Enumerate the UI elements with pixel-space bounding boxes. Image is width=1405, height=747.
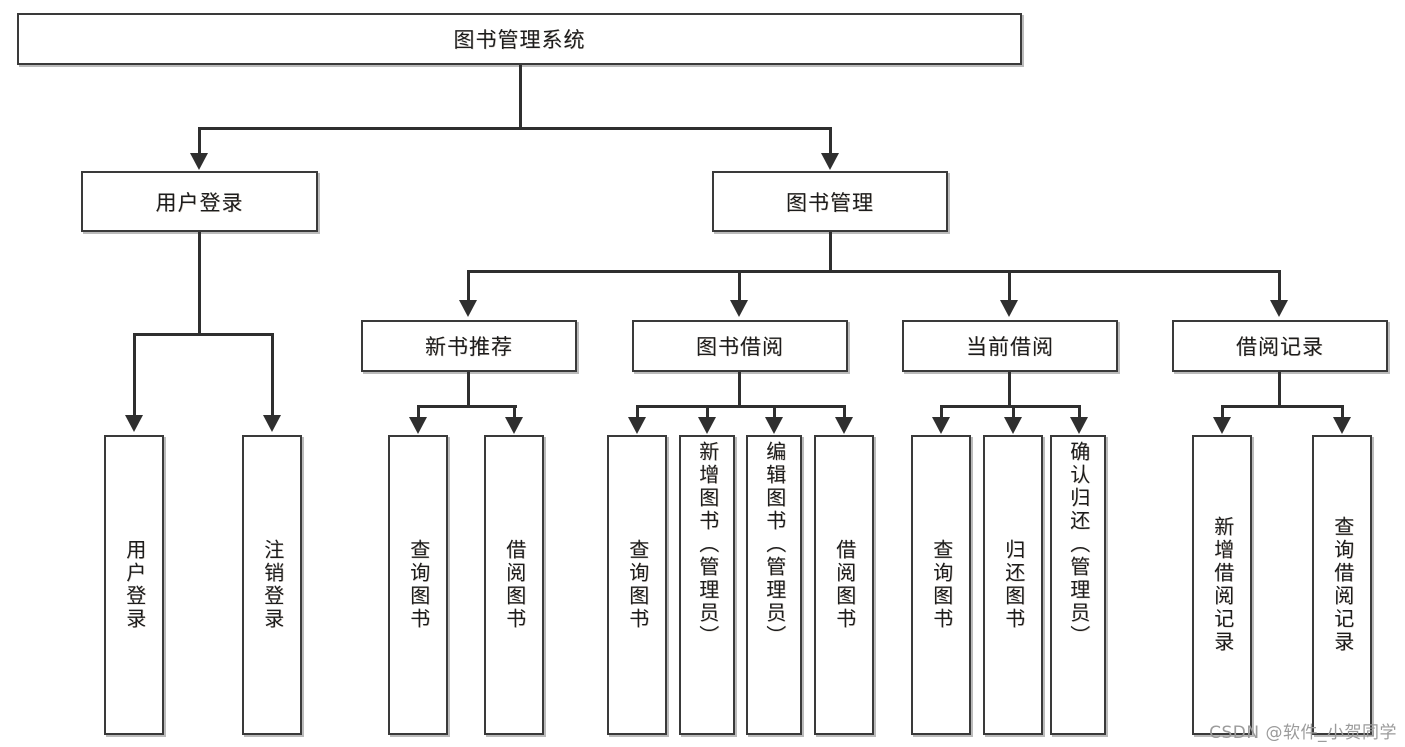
node-root-label: 图书管理系统 [453,28,586,52]
arrowhead-book-manage-to-l2-4 [1270,300,1288,317]
arrowhead-borrow-record-to-leaf-2 [1333,417,1351,434]
connector-book-manage-to-l2-2 [738,270,741,302]
node-leaf-add-record-label: 新增借阅记录 [1210,516,1235,654]
node-leaf-user-logout-label: 注销登录 [260,539,285,631]
node-leaf-user-logout[interactable]: 注销登录 [242,435,302,735]
node-current-borrow[interactable]: 当前借阅 [902,320,1118,372]
connector-root-bus [198,127,830,130]
connector-current-borrow-to-leaf-3 [1078,405,1081,419]
arrowhead-book-borrow-to-leaf-1 [628,417,646,434]
arrowhead-current-borrow-to-leaf-3 [1070,417,1088,434]
node-leaf-confirm-return[interactable]: 确认归还（管理员） [1050,435,1106,735]
node-leaf-user-login-label: 用户登录 [122,539,147,631]
arrowhead-book-borrow-to-leaf-3 [765,417,783,434]
connector-current-borrow-to-leaf-1 [940,405,943,419]
connector-root-to-book-manage [829,127,832,155]
node-leaf-query-record[interactable]: 查询借阅记录 [1312,435,1372,735]
connector-book-borrow-to-leaf-1 [636,405,639,419]
node-leaf-return-book[interactable]: 归还图书 [983,435,1043,735]
node-root[interactable]: 图书管理系统 [17,13,1022,65]
node-new-book-rec[interactable]: 新书推荐 [361,320,577,372]
connector-book-manage-to-l2-3 [1008,270,1011,302]
arrowhead-book-manage-to-l2-1 [459,300,477,317]
connector-current-borrow-to-leaf-2 [1012,405,1015,419]
connector-borrow-record-to-leaf-1 [1221,405,1224,419]
connector-book-borrow-to-leaf-3 [773,405,776,419]
arrowhead-root-to-book-manage [821,153,839,170]
arrowhead-book-borrow-to-leaf-4 [835,417,853,434]
connector-user-login-stem [198,232,201,333]
connector-new-book-rec-stem [467,372,470,405]
node-borrow-record[interactable]: 借阅记录 [1172,320,1388,372]
connector-book-manage-to-l2-1 [467,270,470,302]
connector-user-login-bus [133,333,272,336]
connector-book-borrow-bus [636,405,844,408]
node-user-login[interactable]: 用户登录 [81,171,318,232]
arrowhead-book-manage-to-l2-2 [730,300,748,317]
node-user-login-label: 用户登录 [155,190,244,215]
node-current-borrow-label: 当前借阅 [966,335,1054,359]
connector-new-book-rec-to-leaf-2 [513,405,516,419]
node-leaf-borrow-book-1[interactable]: 借阅图书 [484,435,544,735]
connector-book-manage-stem [829,232,832,270]
connector-book-manage-to-l2-4 [1278,270,1281,302]
arrowhead-current-borrow-to-leaf-1 [932,417,950,434]
node-leaf-borrow-book-1-label: 借阅图书 [502,539,527,631]
node-leaf-query-book-2-label: 查询图书 [625,539,650,631]
arrowhead-book-manage-to-l2-3 [1000,300,1018,317]
node-leaf-query-book-3[interactable]: 查询图书 [911,435,971,735]
node-leaf-add-book[interactable]: 新增图书（管理员） [679,435,735,735]
connector-root-to-user-login [198,127,201,155]
node-book-borrow[interactable]: 图书借阅 [632,320,848,372]
arrowhead-user-login-to-leaf-2 [263,415,281,432]
arrowhead-user-login-to-leaf-1 [125,415,143,432]
connector-user-login-to-leaf-1 [133,333,136,417]
arrowhead-borrow-record-to-leaf-1 [1213,417,1231,434]
node-leaf-add-book-label: 新增图书（管理员） [695,441,720,648]
connector-book-borrow-to-leaf-2 [706,405,709,419]
node-leaf-query-book-3-label: 查询图书 [929,539,954,631]
arrowhead-book-borrow-to-leaf-2 [698,417,716,434]
connector-current-borrow-stem [1008,372,1011,405]
connector-current-borrow-bus [940,405,1079,408]
connector-root-stem [519,65,522,127]
node-leaf-query-book-1[interactable]: 查询图书 [388,435,448,735]
arrowhead-current-borrow-to-leaf-2 [1004,417,1022,434]
arrowhead-root-to-user-login [190,153,208,170]
node-leaf-query-book-1-label: 查询图书 [406,539,431,631]
arrowhead-new-book-rec-to-leaf-1 [409,417,427,434]
node-borrow-record-label: 借阅记录 [1236,335,1324,359]
node-leaf-user-login[interactable]: 用户登录 [104,435,164,735]
node-leaf-query-record-label: 查询借阅记录 [1330,516,1355,654]
node-leaf-query-book-2[interactable]: 查询图书 [607,435,667,735]
node-leaf-add-record[interactable]: 新增借阅记录 [1192,435,1252,735]
node-leaf-borrow-book-2[interactable]: 借阅图书 [814,435,874,735]
connector-book-borrow-stem [738,372,741,405]
node-book-manage[interactable]: 图书管理 [712,171,948,232]
node-leaf-edit-book-label: 编辑图书（管理员） [762,441,787,648]
node-book-manage-label: 图书管理 [786,190,874,215]
node-new-book-rec-label: 新书推荐 [425,335,513,359]
node-leaf-return-book-label: 归还图书 [1001,539,1026,631]
connector-borrow-record-stem [1278,372,1281,405]
arrowhead-new-book-rec-to-leaf-2 [505,417,523,434]
connector-new-book-rec-to-leaf-1 [417,405,420,419]
connector-user-login-to-leaf-2 [271,333,274,417]
connector-new-book-rec-bus [417,405,517,408]
connector-borrow-record-bus [1221,405,1341,408]
connector-book-manage-bus [467,270,1280,273]
watermark-text: CSDN @软件_小贺同学 [1209,723,1397,743]
node-book-borrow-label: 图书借阅 [696,335,784,359]
node-leaf-confirm-return-label: 确认归还（管理员） [1066,441,1091,648]
node-leaf-borrow-book-2-label: 借阅图书 [832,539,857,631]
node-leaf-edit-book[interactable]: 编辑图书（管理员） [746,435,802,735]
connector-book-borrow-to-leaf-4 [843,405,846,419]
connector-borrow-record-to-leaf-2 [1341,405,1344,419]
